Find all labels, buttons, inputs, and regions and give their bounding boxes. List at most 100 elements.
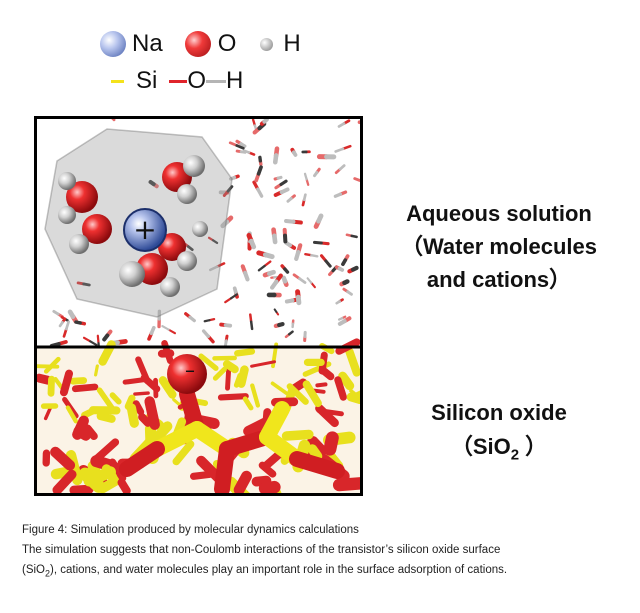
si-o-bond — [289, 451, 345, 479]
water-molecule — [148, 179, 159, 189]
water-molecule — [337, 316, 352, 326]
si-o-bond — [262, 408, 272, 425]
water-molecule — [312, 240, 330, 246]
si-o-bond — [96, 387, 116, 413]
water-molecule — [235, 139, 247, 148]
water-molecule — [209, 262, 226, 272]
caption-line3-rest: ), cations, and water molecules play an … — [50, 564, 508, 576]
water-molecule — [290, 147, 298, 157]
si-o-bond — [59, 369, 74, 397]
water-molecule — [270, 275, 279, 279]
si-o-bond — [69, 484, 94, 493]
aqueous-label-line3: and cations） — [426, 267, 572, 292]
simulation-panel: + – — [34, 116, 363, 496]
si-o-bond — [315, 382, 328, 388]
water-molecule — [284, 218, 303, 225]
hydration-water-molecules — [58, 155, 208, 297]
si-o-bond — [214, 441, 235, 493]
oxygen-anion — [167, 354, 207, 394]
si-o-bond — [222, 360, 239, 374]
si-o-bond — [144, 396, 160, 430]
water-molecule — [184, 312, 196, 323]
water-molecule — [249, 313, 254, 331]
si-o-bond — [65, 405, 79, 424]
si-o-bond — [234, 348, 256, 357]
si-o-bond — [92, 438, 120, 463]
si-o-bond — [189, 470, 214, 480]
si-o-bond — [242, 396, 254, 411]
si-o-bond — [117, 478, 131, 493]
si-o-bond — [196, 455, 224, 484]
water-molecule — [220, 215, 234, 229]
si-o-bond — [50, 446, 76, 471]
legend-label-h: H — [283, 30, 301, 57]
si-o-bond — [338, 371, 355, 391]
water-molecule — [223, 334, 229, 347]
figure-caption-line3: (SiO2), cations, and water molecules pla… — [22, 562, 507, 581]
aqueous-label-line1: Aqueous solution — [406, 201, 592, 226]
si-o-bond — [250, 383, 261, 408]
oxide-label: Silicon oxide （SiO2 ） — [374, 396, 624, 472]
si-o-bond — [236, 365, 249, 388]
water-molecule — [256, 250, 275, 260]
water-molecule — [201, 329, 215, 344]
water-molecule — [334, 265, 345, 272]
water-molecule — [258, 155, 263, 167]
si-o-bond — [281, 429, 314, 441]
si-o-bond — [96, 412, 116, 423]
water-molecule — [304, 252, 319, 258]
si-o-bond — [307, 436, 328, 457]
si-o-bond — [71, 383, 99, 393]
water-molecule — [341, 254, 350, 266]
water-molecule — [347, 265, 359, 274]
water-molecule — [273, 175, 283, 181]
si-o-bond — [259, 401, 290, 445]
figure-caption-line2: The simulation suggests that non-Coulomb… — [22, 544, 501, 556]
si-o-bond — [198, 353, 219, 371]
water-molecule — [280, 264, 290, 274]
water-molecule — [62, 320, 70, 338]
si-o-bond — [94, 364, 99, 377]
si-o-bond — [52, 469, 77, 493]
water-molecule — [334, 164, 346, 175]
water-molecule — [282, 227, 288, 244]
water-molecule — [273, 321, 285, 329]
hydrogen-sphere-icon — [260, 37, 274, 51]
water-molecule — [102, 329, 113, 342]
anion-sign: – — [185, 358, 195, 382]
si-o-bond — [233, 470, 252, 493]
water-molecule — [303, 330, 307, 343]
oxide-label-line2: （SiO2 ） — [374, 430, 624, 472]
oxide-formula-subscript: 2 — [510, 446, 520, 464]
si-o-bond — [302, 380, 322, 408]
water-molecule — [334, 144, 352, 153]
si-o-bond — [69, 377, 88, 385]
water-molecule — [272, 146, 280, 165]
water-molecule — [271, 227, 278, 245]
si-o-bond — [270, 381, 289, 395]
si-o-bond — [158, 376, 177, 399]
water-molecule — [228, 141, 245, 150]
water-molecule — [259, 119, 269, 126]
si-o-bond — [334, 376, 347, 401]
legend-row-atoms: Na O H — [100, 30, 301, 58]
water-molecule — [284, 240, 297, 250]
si-o-bond — [83, 424, 98, 441]
si-o-bond — [345, 347, 360, 377]
water-molecule — [273, 308, 280, 316]
aqueous-label-line2: （Water molecules — [400, 234, 598, 259]
si-o-bond — [101, 464, 118, 482]
oxide-formula-open: （SiO — [450, 434, 511, 459]
si-o-bond — [133, 391, 150, 396]
water-molecule — [313, 213, 324, 229]
si-o-bond — [323, 431, 339, 456]
oxide-formula-close: ） — [519, 434, 548, 459]
water-molecule — [339, 279, 350, 287]
si-o-bond — [346, 392, 360, 404]
water-molecule — [286, 194, 296, 203]
si-o-bond — [251, 475, 272, 487]
sodium-cation — [123, 208, 167, 252]
water-molecule — [222, 185, 234, 197]
water-molecule — [284, 330, 294, 339]
si-o-bond — [126, 403, 139, 428]
